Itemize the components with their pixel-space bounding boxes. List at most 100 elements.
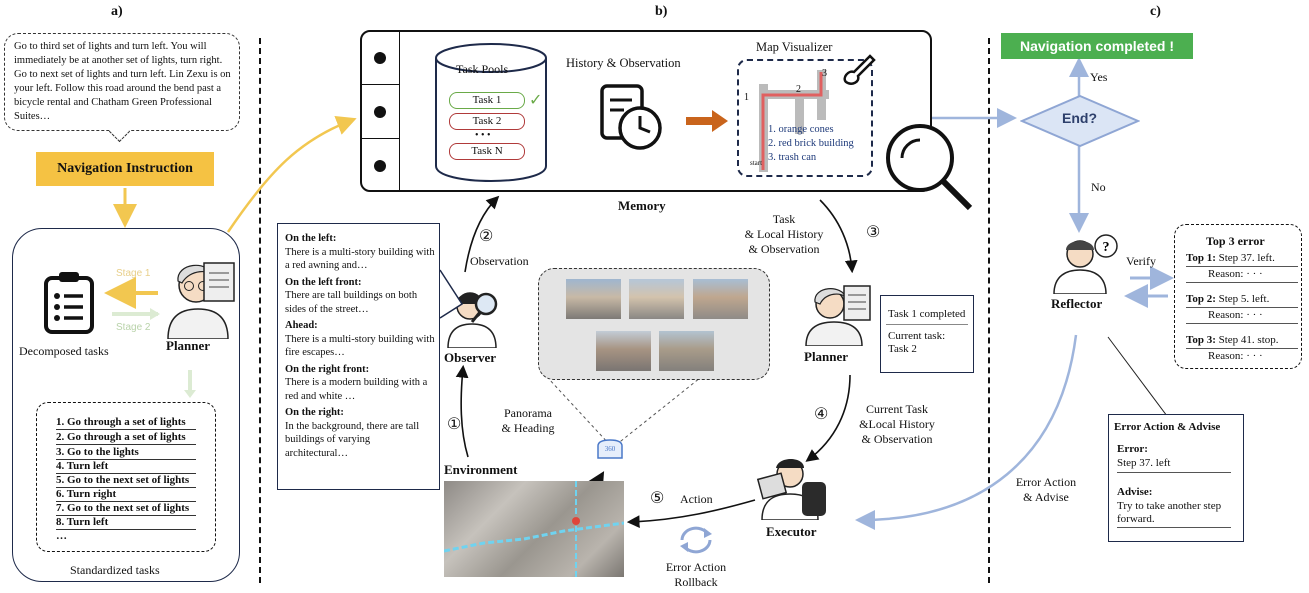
paintbrush-icon (843, 54, 876, 85)
obs-text: There is a multi-story building with fir… (285, 333, 435, 359)
divider (56, 487, 196, 488)
top3-entry: Top 3: Step 41. stop. (1186, 334, 1298, 347)
obs-heading: Ahead: (285, 320, 318, 331)
error-action-advise-box (1108, 414, 1244, 542)
ea-error-text: Step 37. left (1117, 457, 1171, 469)
task-item: 8. Turn left (56, 516, 109, 528)
stage1-label: Stage 1 (116, 268, 151, 279)
top3-reason: Reason: · · · (1208, 268, 1263, 280)
top3-reason: Reason: · · · (1208, 350, 1263, 362)
ea-advise-text: Try to take another step forward. (1117, 500, 1222, 525)
observation-description: On the left: There is a multi-story buil… (285, 232, 435, 460)
environment-route-overlay (444, 481, 624, 577)
top3-rank: Top 3: (1186, 334, 1216, 346)
top3-entry: Top 1: Step 37. left. (1186, 252, 1298, 265)
stage2-label: Stage 2 (116, 322, 151, 333)
planner-b-label: Planner (804, 349, 849, 364)
action-label: Action (680, 492, 713, 506)
rollback-icon (680, 526, 712, 554)
obs-text: There is a multi-story building with a r… (285, 246, 435, 272)
standardized-tasks-label: Standardized tasks (70, 563, 160, 577)
step-5-marker: ⑤ (650, 490, 665, 507)
street-view-image (693, 279, 748, 319)
divider (56, 429, 196, 430)
task-pool-ellipsis: • • • (475, 130, 491, 141)
obs-heading: On the left: (285, 233, 337, 244)
map-visualizer-label: Map Visualizer (756, 40, 833, 54)
led-dot (374, 106, 386, 118)
obs-text: There are tall buildings on both sides o… (285, 290, 418, 315)
map-number: 2 (796, 84, 801, 95)
task-item: 3. Go to the lights (56, 446, 139, 458)
rack-divider (360, 84, 400, 85)
no-label: No (1091, 180, 1106, 194)
verify-label: Verify (1126, 254, 1156, 268)
observation-description-box (277, 223, 440, 490)
check-icon: ✓ (529, 92, 543, 109)
error-action-advise-label: Error Action & Advise (1015, 475, 1077, 504)
street-view-image (596, 331, 651, 371)
planner-person-icon (805, 285, 871, 346)
memory-label: Memory (618, 198, 666, 213)
navigation-completed-badge: Navigation completed ! (1001, 33, 1193, 59)
task-item: 2. Go through a set of lights (56, 431, 186, 443)
led-dot (374, 52, 386, 64)
standardized-tasks-box (36, 402, 216, 552)
separator-a-b (259, 38, 261, 583)
history-clock-icon (600, 84, 662, 150)
environment-label: Environment (444, 462, 518, 477)
obs-text: There is a modern building with a red an… (285, 377, 428, 402)
obs-text: In the background, there are tall buildi… (285, 420, 420, 459)
map-start-label: start (750, 159, 763, 167)
magnifier-icon[interactable] (880, 118, 976, 214)
executor-label: Executor (766, 524, 817, 539)
task-item: … (56, 530, 67, 542)
yes-label: Yes (1090, 70, 1108, 84)
history-observation-label: History & Observation (566, 56, 681, 70)
top3-step: Step 5. left. (1215, 293, 1270, 305)
memory-rack (360, 30, 400, 192)
task-pools-title: Task Pools (456, 62, 509, 76)
planner-container (12, 228, 240, 582)
map-landmark: 2. red brick building (768, 138, 854, 149)
divider (56, 515, 196, 516)
current-task-label: Current Task &Local History & Observatio… (859, 402, 935, 446)
panel-a-label: a) (111, 4, 123, 19)
decomposed-tasks-label: Decomposed tasks (19, 344, 109, 358)
top3-title: Top 3 error (1206, 234, 1265, 248)
top3-rank: Top 1: (1186, 252, 1216, 264)
street-view-image (566, 279, 621, 319)
divider (56, 459, 196, 460)
divider (56, 529, 196, 530)
task-item: 6. Turn right (56, 488, 117, 500)
street-view-image (659, 331, 714, 371)
pano-360-icon: 360 (597, 439, 623, 459)
map-landmark: 3. trash can (768, 152, 817, 163)
led-dot (374, 160, 386, 172)
divider (56, 473, 196, 474)
observation-label: Observation (470, 254, 529, 268)
reflector-person-icon: ? (1053, 234, 1118, 294)
divider (886, 324, 968, 325)
task-item: 1. Go through a set of lights (56, 416, 186, 428)
step-2-marker: ② (479, 228, 494, 245)
end-decision-diamond (1020, 94, 1140, 148)
planner-person-icon (167, 262, 235, 339)
pano-360-label: 360 (605, 445, 616, 453)
top3-reason: Reason: · · · (1208, 309, 1263, 321)
task-pool-item: Task N (449, 143, 525, 160)
top3-step: Step 41. stop. (1215, 334, 1279, 346)
map-number: 3 (822, 68, 827, 79)
divider (1117, 472, 1231, 473)
obs-heading: On the right front: (285, 363, 370, 375)
map-visualizer-box (737, 59, 873, 177)
step-3-marker: ③ (866, 224, 881, 241)
top3-entry: Top 2: Step 5. left. (1186, 293, 1298, 306)
task-item: 5. Go to the next set of lights (56, 474, 190, 486)
step-1-marker: ① (447, 416, 462, 433)
task-pool-item: Task 1 (449, 92, 525, 109)
instruction-text: Go to third set of lights and turn left.… (14, 41, 231, 122)
top3-error-box (1174, 224, 1302, 369)
rollback-label: Error Action Rollback (665, 560, 727, 589)
observer-label: Observer (444, 350, 496, 365)
